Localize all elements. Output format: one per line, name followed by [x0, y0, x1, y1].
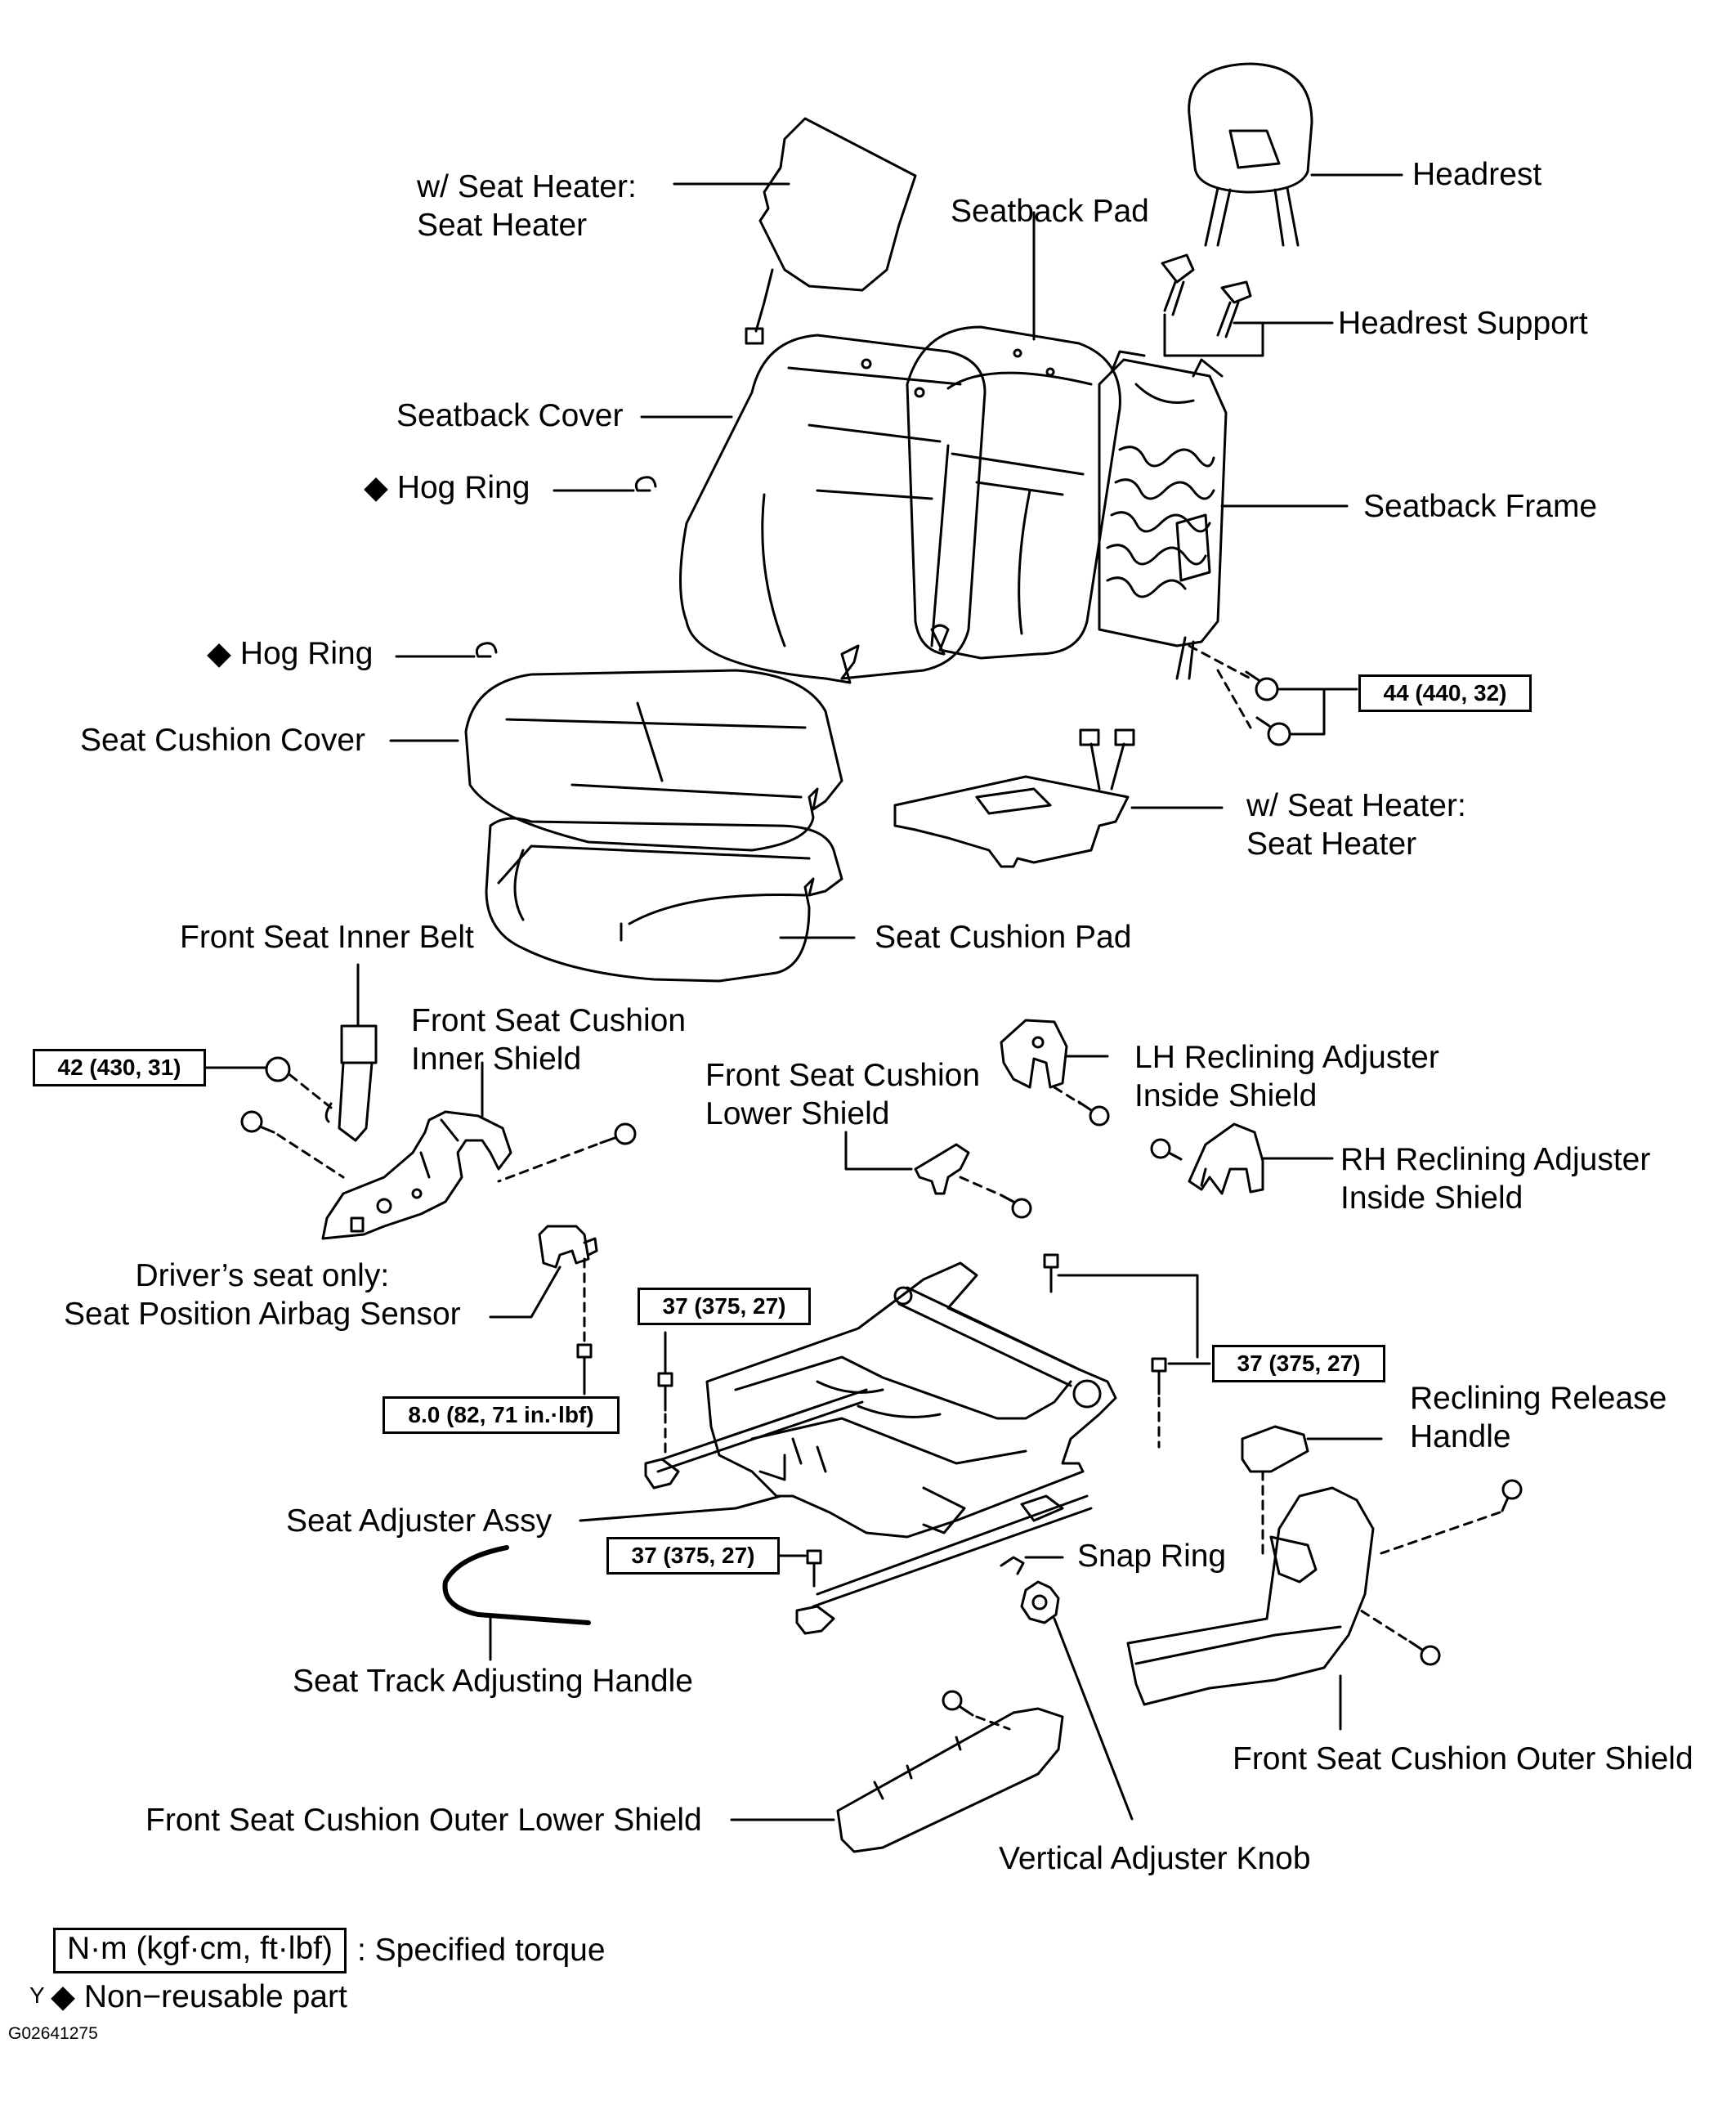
label-seat-cushion-cover: Seat Cushion Cover: [80, 723, 366, 758]
bolt-seatback-2: [1255, 716, 1291, 746]
label-hog-ring-2: ◆ Hog Ring: [207, 636, 374, 671]
label-seat-position-airbag-sensor: Driver’s seat only: Seat Position Airbag…: [64, 1258, 461, 1332]
screw-inner-shield-left: [240, 1110, 275, 1134]
rh-reclining-adjuster-inside-shield-part: [1188, 1122, 1264, 1195]
seat-heater-cushion-part: [893, 728, 1135, 868]
screw-rh-shield: [1150, 1138, 1183, 1161]
screw-outer-shield-top: [1501, 1479, 1523, 1512]
screw-outer-shield-bottom: [1408, 1640, 1441, 1666]
label-lh-reclining-adjuster-inside-shield: LH Reclining Adjuster Inside Shield: [1134, 1040, 1439, 1113]
leader-lower-shield: [844, 1131, 913, 1171]
label-seat-cushion-pad: Seat Cushion Pad: [875, 920, 1132, 955]
label-snap-ring: Snap Ring: [1077, 1539, 1227, 1574]
headrest-part: [1188, 62, 1313, 247]
seatback-frame-part: [1098, 350, 1228, 680]
screw-outer-lower-shield: [942, 1690, 974, 1717]
front-seat-cushion-inner-shield-part: [321, 1110, 512, 1240]
legend-nonreusable: ◆ Non−reusable part: [51, 1979, 347, 2014]
seat-track-adjusting-handle-part: [442, 1545, 591, 1625]
hog-ring-1: [634, 476, 657, 492]
torque-box-42: 42 (430, 31): [33, 1049, 206, 1086]
screw-lh-shield: [1077, 1100, 1110, 1127]
label-reclining-release-handle: Reclining Release Handle: [1410, 1381, 1667, 1454]
label-rh-reclining-adjuster-inside-shield: RH Reclining Adjuster Inside Shield: [1340, 1142, 1651, 1216]
leader-vertical-knob: [1053, 1617, 1134, 1821]
label-seat-heater-cushion: w/ Seat Heater: Seat Heater: [1246, 788, 1466, 862]
front-seat-cushion-outer-lower-shield-part: [836, 1707, 1064, 1853]
leader-headrest-support-bracket: [1163, 313, 1264, 357]
screw-inner-shield-right: [599, 1122, 637, 1145]
label-front-seat-cushion-inner-shield: Front Seat Cushion Inner Shield: [411, 1003, 687, 1077]
leader-torque-37-b: [1057, 1274, 1199, 1359]
screw-lower-shield: [1000, 1194, 1032, 1219]
seat-position-airbag-sensor-part: [538, 1225, 598, 1269]
label-hog-ring-1: ◆ Hog Ring: [364, 470, 530, 505]
seatback-cover-part: [679, 334, 987, 684]
label-seat-adjuster-assy: Seat Adjuster Assy: [286, 1503, 553, 1539]
leader-airbag-sensor: [489, 1266, 562, 1319]
seat-cushion-pad-part: [485, 817, 843, 983]
torque-box-37-c: 37 (375, 27): [606, 1537, 780, 1575]
seat-adjuster-assy-part: [644, 1261, 1117, 1635]
hog-ring-2: [475, 642, 498, 658]
bolt-adjuster-right-top: [1043, 1253, 1059, 1293]
label-seatback-frame: Seatback Frame: [1363, 489, 1598, 524]
torque-box-37-a: 37 (375, 27): [638, 1288, 811, 1325]
snap-ring-part: [1000, 1556, 1025, 1575]
label-front-seat-cushion-outer-shield: Front Seat Cushion Outer Shield: [1233, 1741, 1693, 1776]
torque-box-8: 8.0 (82, 71 in.·lbf): [383, 1396, 620, 1434]
figure-code: G02641275: [8, 2024, 98, 2043]
nut-inner-belt: [265, 1056, 291, 1082]
label-front-seat-cushion-lower-shield: Front Seat Cushion Lower Shield: [705, 1058, 981, 1131]
lh-reclining-adjuster-inside-shield-part: [1000, 1019, 1068, 1089]
leader-seat-adjuster: [579, 1494, 782, 1522]
label-front-seat-inner-belt: Front Seat Inner Belt: [180, 920, 474, 955]
bolt-seatback-1: [1245, 670, 1279, 701]
legend-torque-unit-box: N·m (kgf·cm, ft·lbf): [53, 1928, 347, 1973]
label-seat-track-adjusting-handle: Seat Track Adjusting Handle: [293, 1664, 693, 1699]
legend-nonreusable-prefix: Y: [29, 1982, 45, 2008]
label-front-seat-cushion-outer-lower-shield: Front Seat Cushion Outer Lower Shield: [145, 1803, 702, 1838]
label-seatback-cover: Seatback Cover: [396, 398, 624, 433]
bolt-airbag-sensor: [576, 1343, 593, 1379]
headrest-support-part: [1161, 253, 1252, 338]
seat-heater-back-part: [745, 117, 917, 345]
reclining-release-handle-part: [1241, 1425, 1309, 1473]
seat-cushion-cover-part: [464, 669, 843, 852]
front-seat-cushion-outer-shield-part: [1126, 1486, 1375, 1706]
torque-box-37-b: 37 (375, 27): [1212, 1345, 1385, 1382]
label-seat-heater-back: w/ Seat Heater: Seat Heater: [417, 169, 637, 243]
front-seat-inner-belt-part: [324, 1024, 378, 1142]
bolt-adjuster-bottom: [806, 1549, 822, 1588]
torque-box-44: 44 (440, 32): [1358, 674, 1532, 712]
legend-torque-description: : Specified torque: [357, 1933, 606, 1968]
label-headrest: Headrest: [1412, 157, 1542, 192]
front-seat-cushion-lower-shield-part: [914, 1143, 970, 1195]
bolt-adjuster-left: [657, 1372, 673, 1412]
label-headrest-support: Headrest Support: [1338, 306, 1588, 341]
label-vertical-adjuster-knob: Vertical Adjuster Knob: [999, 1841, 1311, 1876]
bolt-adjuster-right-bottom: [1151, 1357, 1167, 1395]
label-seatback-pad: Seatback Pad: [951, 194, 1149, 229]
seatback-pad-part: [906, 325, 1121, 660]
vertical-adjuster-knob-part: [1020, 1580, 1060, 1624]
